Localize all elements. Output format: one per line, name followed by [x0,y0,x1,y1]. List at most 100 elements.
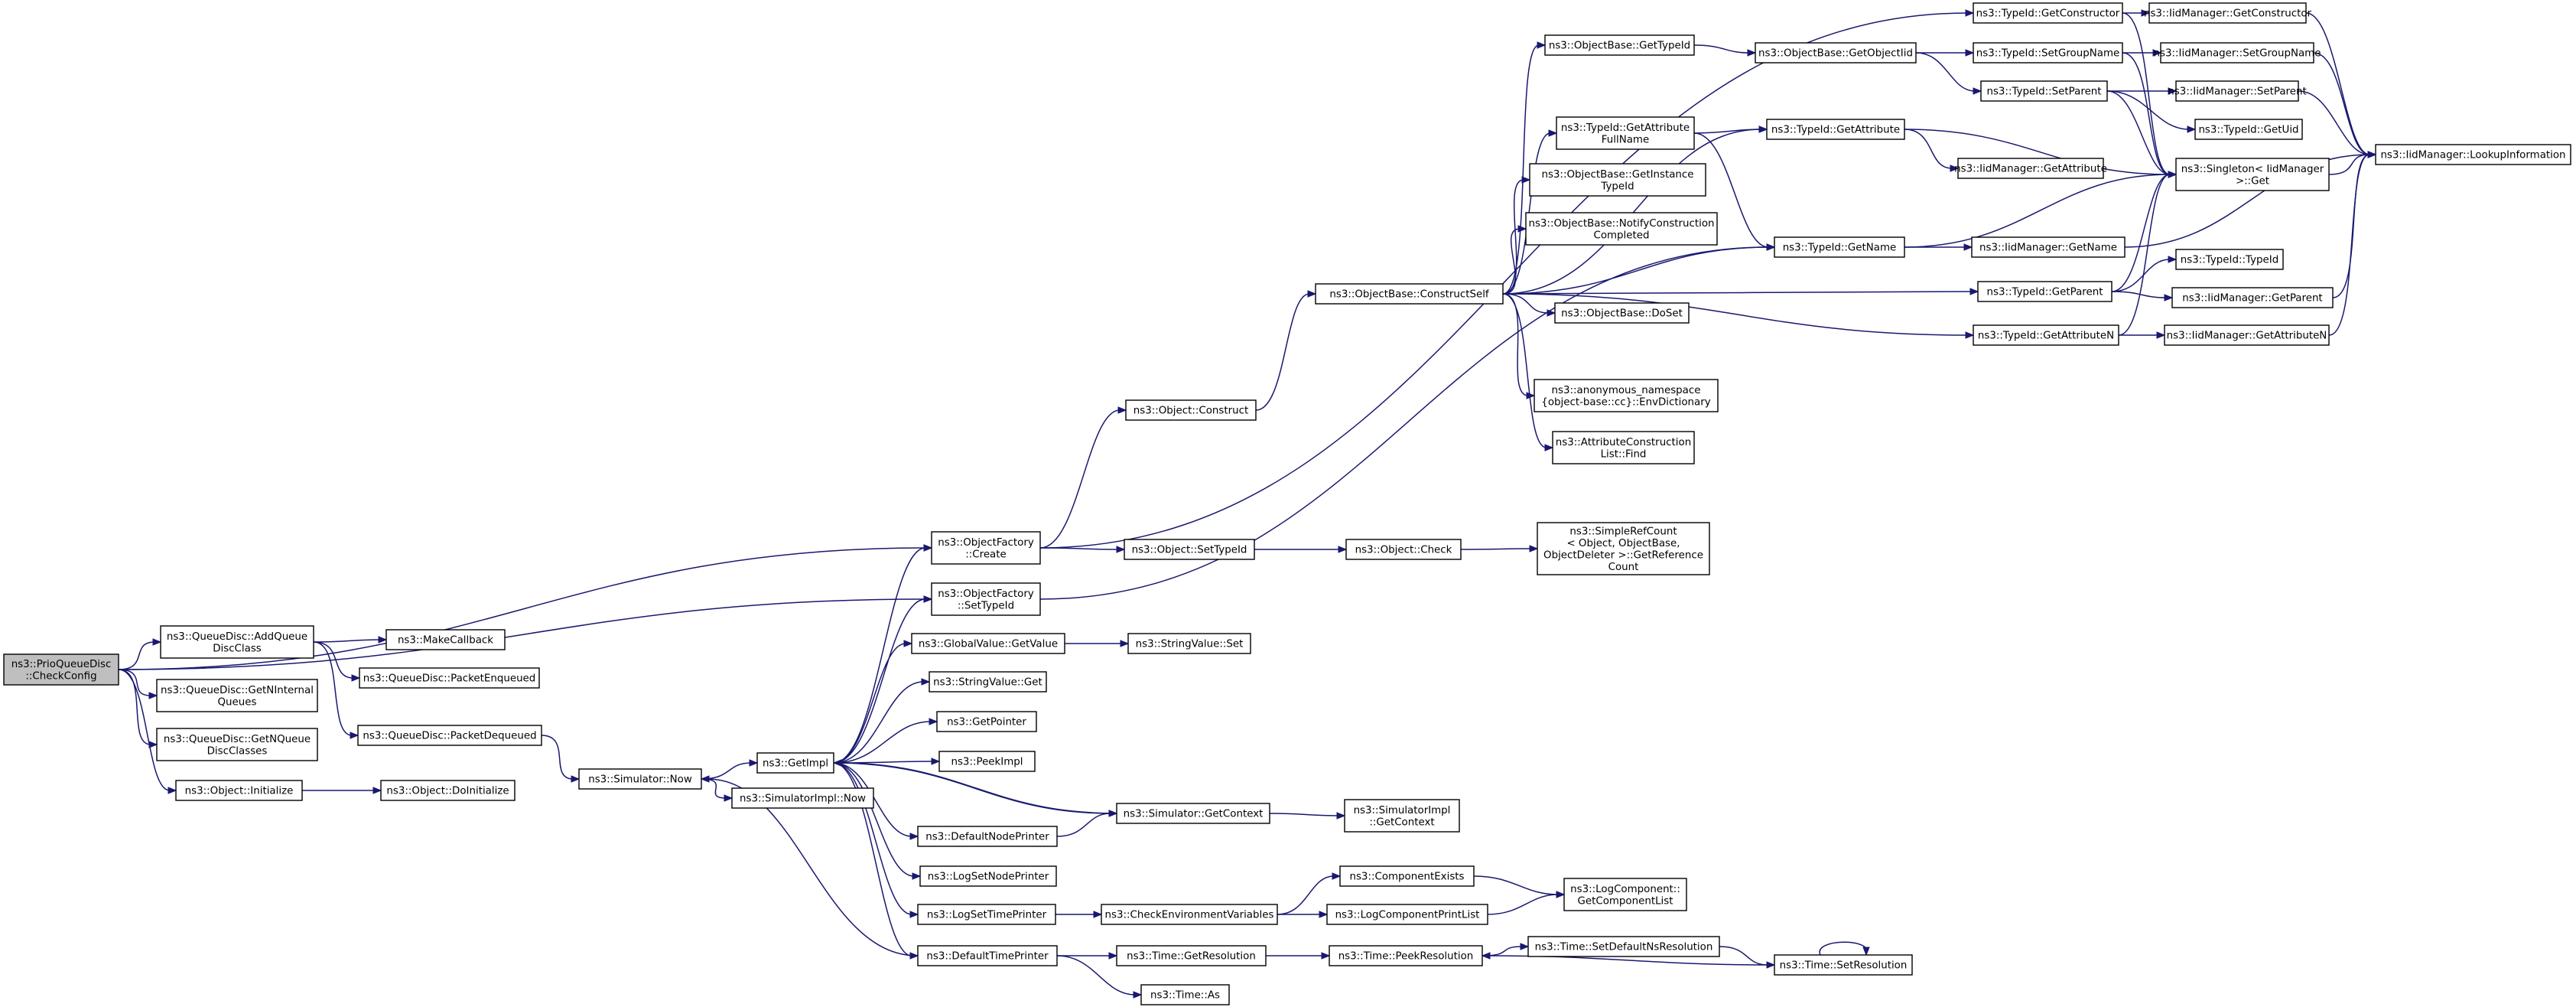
graph-node-n60[interactable]: ns3::SimulatorImpl::Now [731,787,874,809]
edge-line [839,762,1117,814]
graph-node-n44[interactable]: ns3::PeekImpl [938,751,1036,772]
node-label: ns3::IidManager::LookupInformation [2380,150,2565,161]
graph-node-n28[interactable]: ns3::anonymous_namespace{object-base::cc… [1534,379,1719,412]
edge-n54-to-n59 [1056,955,1143,999]
graph-node-n2[interactable]: ns3::TypeId::GetConstructor [1973,2,2123,24]
graph-node-n55[interactable]: ns3::Time::GetResolution [1116,945,1267,966]
graph-node-n33[interactable]: ns3::ObjectFactory::SetTypeId [931,582,1041,616]
graph-node-n26[interactable]: ns3::TypeId::GetAttributeN [1973,324,2119,346]
edge-line [701,778,727,799]
graph-node-n49[interactable]: ns3::LogSetTimePrinter [917,904,1056,925]
arrowhead-icon [168,787,177,794]
edge-n51-to-n52 [1473,875,1566,898]
node-box [1971,236,2126,258]
graph-node-n64[interactable]: ns3::Object::DoInitialize [380,780,516,801]
graph-node-n36[interactable]: ns3::QueueDisc::PacketEnqueued [359,667,540,689]
node-label: TypeId [1600,181,1634,192]
graph-node-n51[interactable]: ns3::ComponentExists [1339,865,1475,887]
edge-line [2118,174,2171,336]
node-box [1973,324,2119,346]
edge-line [2111,174,2171,292]
graph-node-n6[interactable]: ns3::Object::Construct [1125,399,1257,421]
node-label: ns3::ObjectFactory [938,537,1034,549]
graph-node-n1[interactable]: ns3::ObjectFactory::Create [931,531,1041,565]
node-box [1525,212,1718,246]
graph-node-n47[interactable]: ns3::DefaultNodePrinter [917,826,1058,847]
graph-node-n10[interactable]: ns3::TypeId::SetGroupName [1973,42,2123,64]
graph-node-n35[interactable]: ns3::MakeCallback [385,629,506,650]
graph-node-n32[interactable]: ns3::SimpleRefCount< Object, ObjectBase,… [1537,522,1710,575]
arrowhead-icon [1321,952,1331,960]
node-label: DiscClass [213,643,262,654]
graph-node-n31[interactable]: ns3::Object::Check [1345,539,1462,560]
edge-n7-to-n21 [1502,225,1527,295]
graph-node-n19[interactable]: ns3::IidManager::GetName [1971,236,2126,258]
graph-node-n16[interactable]: ns3::TypeId::GetAttribute [1766,119,1905,140]
graph-node-n18[interactable]: ns3::TypeId::GetName [1774,236,1905,258]
node-box [359,667,540,689]
edge-n7-to-n22 [1502,288,1979,295]
edge-line [1277,875,1335,915]
graph-node-n14[interactable]: ns3::TypeId::GetUid [2194,119,2303,140]
graph-node-n21[interactable]: ns3::ObjectBase::NotifyConstructionCompl… [1525,212,1718,246]
graph-node-n25[interactable]: ns3::ObjectBase::DoSet [1554,302,1690,324]
graph-node-n12[interactable]: ns3::TypeId::SetParent [1980,80,2108,102]
graph-node-n3[interactable]: ns3::IidManager::GetConstructor [2144,2,2312,24]
graph-node-n7[interactable]: ns3::ObjectBase::ConstructSelf [1315,283,1504,305]
graph-node-n41[interactable]: ns3::StringValue::Set [1127,633,1251,654]
graph-node-n17[interactable]: ns3::IidManager::GetAttribute [1954,158,2107,179]
graph-node-n30[interactable]: ns3::Object::SetTypeId [1124,539,1255,560]
graph-node-n4[interactable]: ns3::IidManager::LookupInformation [2375,144,2571,165]
graph-node-n52[interactable]: ns3::LogComponent::GetComponentList [1563,878,1687,911]
edge-root-to-n61 [118,669,158,699]
graph-node-n50[interactable]: ns3::CheckEnvironmentVariables [1101,904,1278,925]
graph-node-n46[interactable]: ns3::SimulatorImpl::GetContext [1344,799,1460,833]
graph-node-n63[interactable]: ns3::Object::Initialize [175,780,303,801]
graph-node-n11[interactable]: ns3::IidManager::SetGroupName [2154,42,2321,64]
arrowhead-icon [1117,406,1127,414]
graph-node-n24[interactable]: ns3::IidManager::GetParent [2171,287,2334,308]
graph-node-n45[interactable]: ns3::Simulator::GetContext [1116,803,1270,824]
graph-node-n39[interactable]: ns3::GetImpl [756,752,834,774]
graph-node-n57[interactable]: ns3::Time::SetDefaultNsResolution [1527,936,1720,957]
graph-node-n37[interactable]: ns3::QueueDisc::PacketDequeued [357,725,542,746]
edge-n1-to-n6 [1039,406,1127,549]
graph-node-n59[interactable]: ns3::Time::As [1140,984,1230,1005]
node-label: ns3::TypeId::GetAttribute [1771,125,1900,136]
node-box [1534,379,1719,412]
edge-n3-to-n4 [2305,12,2377,158]
graph-node-n53[interactable]: ns3::LogComponentPrintList [1326,904,1488,925]
edge-line [118,669,171,791]
graph-node-root[interactable]: ns3::PrioQueueDisc::CheckConfig [3,653,119,686]
node-box [1329,945,1483,966]
arrowhead-icon [1537,41,1547,49]
graph-node-n38[interactable]: ns3::Simulator::Now [578,768,702,790]
graph-node-n23[interactable]: ns3::TypeId::TypeId [2175,249,2284,270]
node-label: ns3::GetPointer [947,717,1026,728]
graph-node-n8[interactable]: ns3::ObjectBase::GetTypeId [1544,34,1695,56]
graph-node-n27[interactable]: ns3::IidManager::GetAttributeN [2164,324,2330,346]
edge-line [1904,129,2171,175]
graph-node-n40[interactable]: ns3::GlobalValue::GetValue [911,633,1065,654]
graph-node-n58[interactable]: ns3::Time::SetResolution [1774,954,1913,976]
graph-node-n22[interactable]: ns3::TypeId::GetParent [1977,281,2113,302]
edge-line [833,762,912,915]
edge-line [118,598,926,670]
graph-node-n13[interactable]: ns3::IidManager::SetParent [2168,80,2307,102]
graph-node-n43[interactable]: ns3::GetPointer [936,711,1037,732]
graph-node-n42[interactable]: ns3::StringValue::Get [929,671,1047,693]
graph-node-n48[interactable]: ns3::LogSetNodePrinter [919,865,1057,887]
graph-node-n56[interactable]: ns3::Time::PeekResolution [1329,945,1483,966]
edge-line [118,669,151,696]
graph-node-n54[interactable]: ns3::DefaultTimePrinter [917,945,1058,966]
graph-node-n5[interactable]: ns3::Singleton< IidManager>::Get [2175,158,2330,191]
node-label: ns3::IidManager::GetAttributeN [2167,331,2327,342]
node-label: ns3::SimulatorImpl [1354,805,1451,816]
graph-node-n9[interactable]: ns3::ObjectBase::GetObjectIid [1755,42,1917,64]
